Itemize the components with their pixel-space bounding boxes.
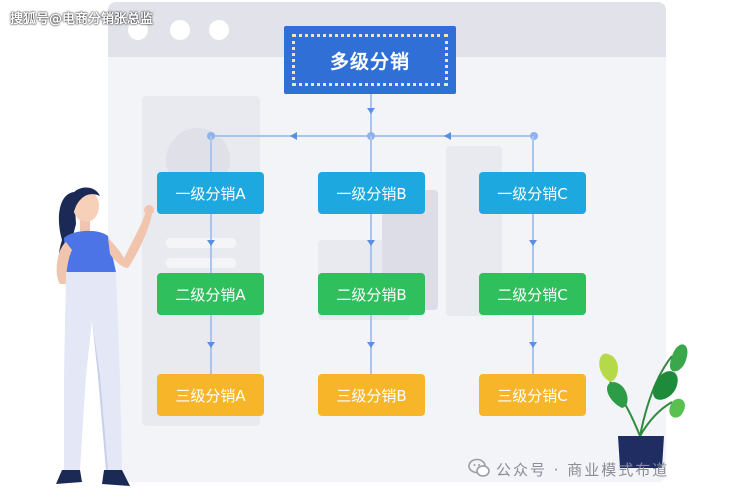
connector-column-a	[210, 136, 212, 376]
arrow-down-icon	[367, 342, 375, 348]
footer-source-label: 公众号 · 商业模式布道	[496, 461, 670, 479]
window-dot	[128, 20, 148, 40]
connector-joint	[530, 132, 538, 140]
level3-node-a: 三级分销A	[157, 374, 264, 416]
background-bar	[166, 258, 236, 268]
level1-node-b: 一级分销B	[318, 172, 425, 214]
arrow-down-icon	[207, 240, 215, 246]
woman-illustration	[56, 187, 154, 486]
watermark-text: 搜狐号@电商分销张总监	[10, 12, 154, 27]
wechat-icon	[468, 458, 490, 477]
level2-node-a: 二级分销A	[157, 273, 264, 315]
level3-node-c: 三级分销C	[479, 374, 586, 416]
root-node: 多级分销	[284, 26, 456, 94]
background-bar	[166, 238, 236, 248]
arrow-down-icon	[367, 240, 375, 246]
window-dot	[209, 20, 229, 40]
root-node-label: 多级分销	[292, 34, 448, 86]
level3-node-b: 三级分销B	[318, 374, 425, 416]
level1-node-c: 一级分销C	[479, 172, 586, 214]
arrow-left-icon	[290, 132, 297, 140]
level2-node-b: 二级分销B	[318, 273, 425, 315]
arrow-down-icon	[529, 240, 537, 246]
arrow-down-icon	[529, 342, 537, 348]
arrow-down-icon	[367, 108, 375, 114]
arrow-left-icon	[444, 132, 451, 140]
level1-node-a: 一级分销A	[157, 172, 264, 214]
level2-node-c: 二级分销C	[479, 273, 586, 315]
arrow-down-icon	[207, 342, 215, 348]
connector-column-c	[532, 136, 534, 376]
connector-root	[370, 94, 372, 136]
connector-column-b	[370, 136, 372, 376]
window-dot	[170, 20, 190, 40]
plant-illustration	[599, 344, 688, 468]
